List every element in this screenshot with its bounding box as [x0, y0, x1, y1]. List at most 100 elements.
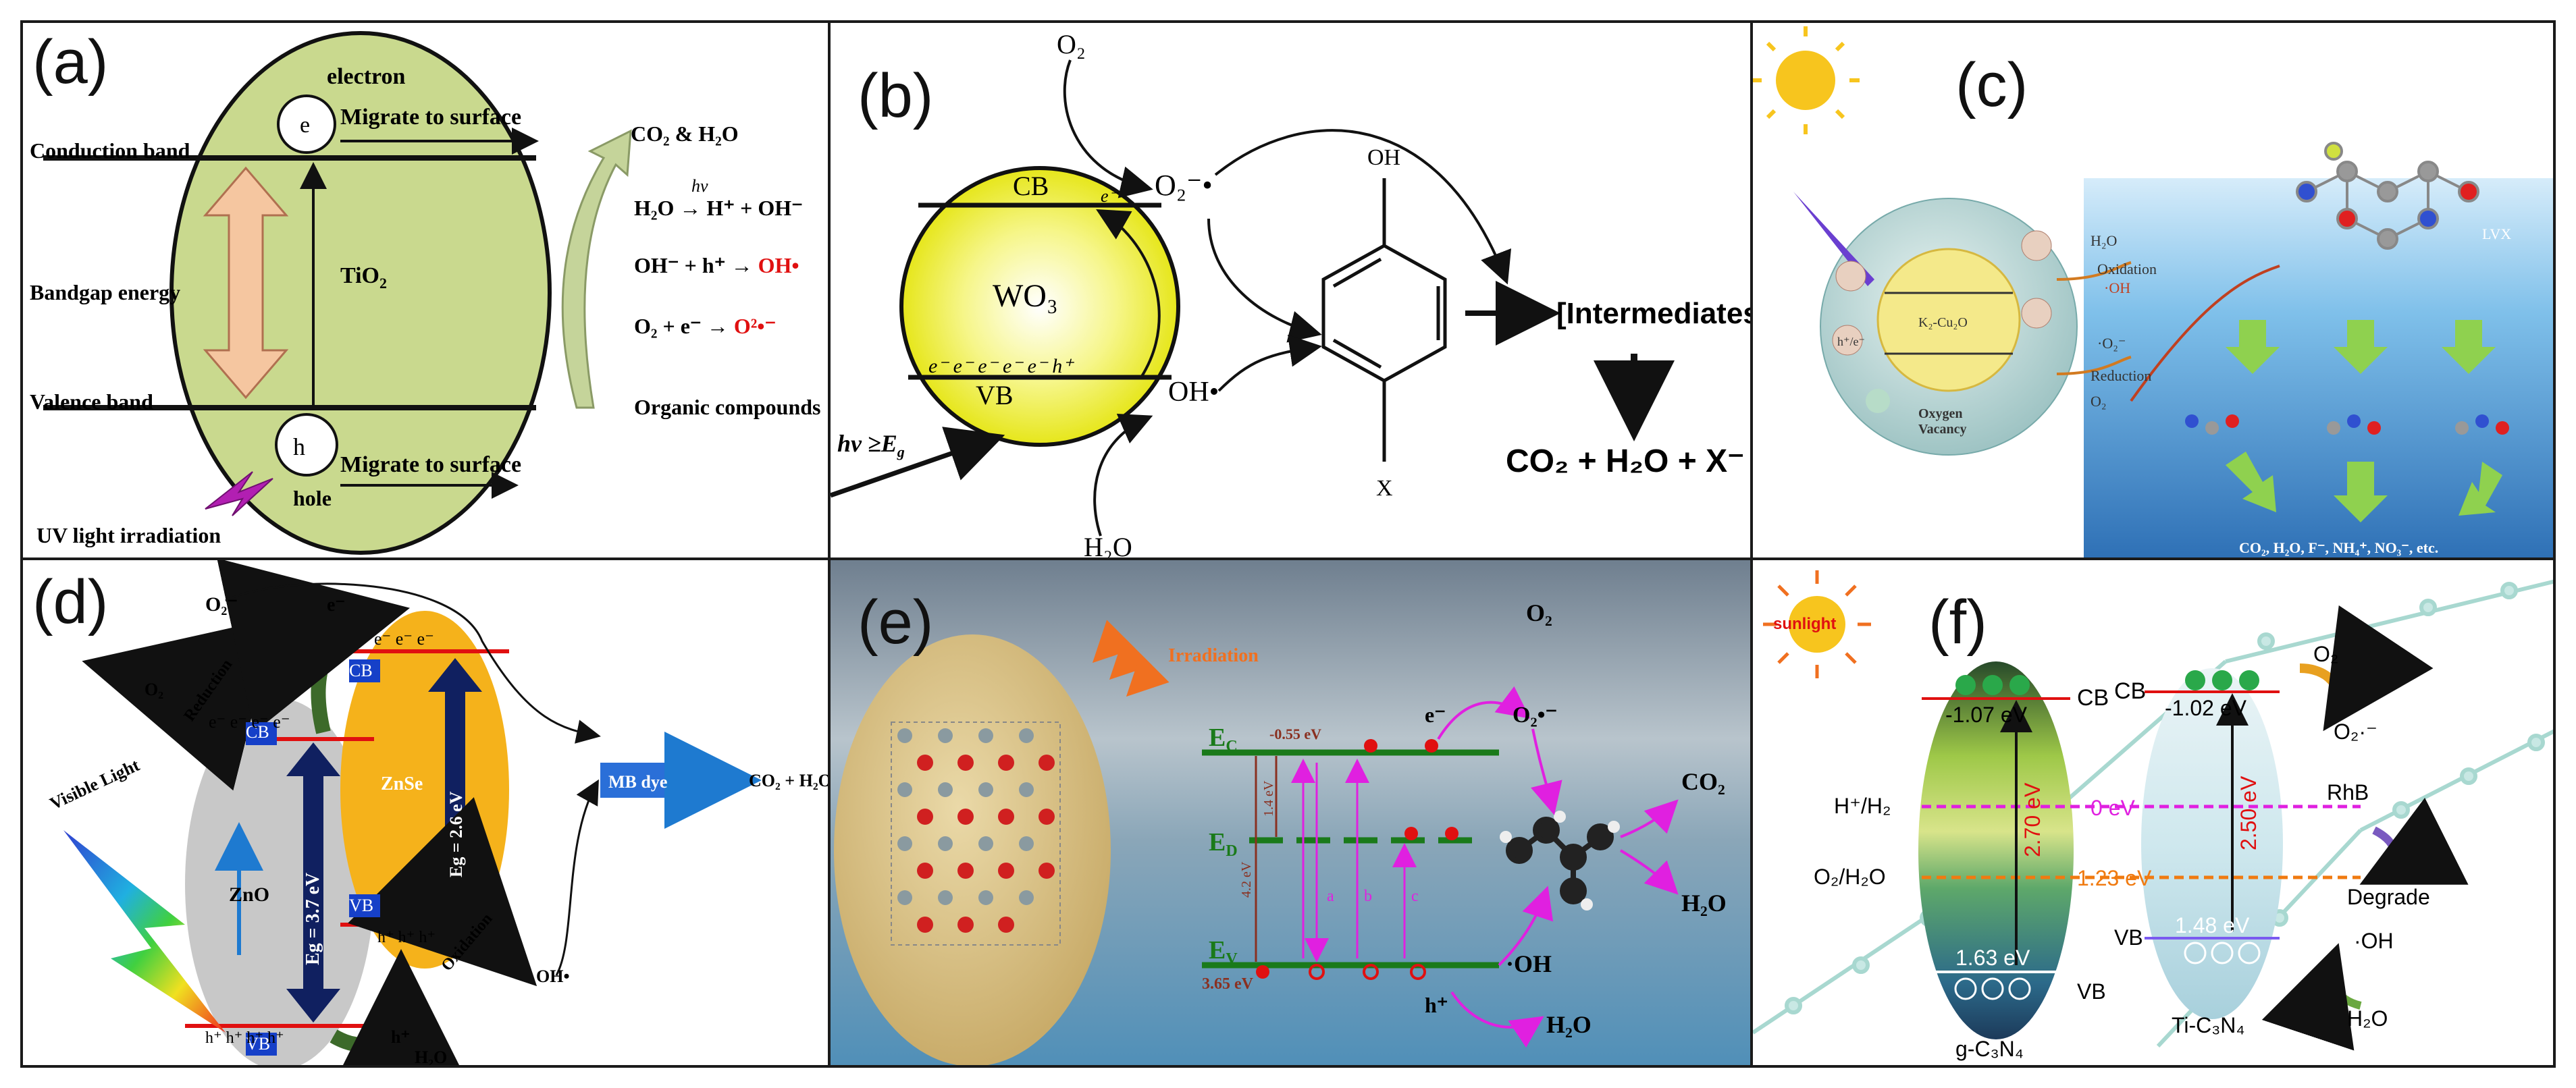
f-h2o: H₂O: [2347, 1006, 2388, 1031]
panel-f-label: (f): [1928, 588, 1987, 657]
znse-vb-label: VB: [349, 896, 373, 915]
e-to-o2-arrow: [1437, 686, 1531, 740]
e-electron: e⁻: [1425, 703, 1446, 727]
migrate-bottom-label: Migrate to surface: [340, 452, 521, 477]
fragment-molecules: [2185, 414, 2509, 435]
f-vb-left: VB: [2077, 979, 2106, 1004]
c-vacancy-2: Vacancy: [1918, 422, 1966, 437]
oxidation-arrow: [2056, 261, 2132, 281]
superoxide-attack: [1531, 728, 1562, 815]
superoxide-line: [225, 582, 601, 744]
d-h: h⁺: [391, 1027, 410, 1047]
vacancy-site: [1866, 389, 1890, 413]
o2-reduction-arrow: [2299, 605, 2434, 732]
electron-label: electron: [327, 64, 406, 89]
catalyst-particle: [834, 634, 1111, 1065]
panel-d-label: (d): [32, 568, 109, 636]
panel-a-label: (a): [32, 28, 109, 97]
c-h-e: h⁺/e⁻: [1837, 335, 1865, 348]
zno-cb-box: [246, 722, 277, 745]
electron-small: e⁻: [1101, 186, 1120, 206]
e-ev: EV: [1209, 936, 1238, 968]
to-h2o-arrow: [1619, 849, 1679, 895]
e-c: c: [1411, 888, 1419, 905]
gcn-electrons: [1955, 675, 2030, 695]
surface-site-2: [1832, 325, 1863, 356]
zno-eg-arrow: [286, 742, 340, 1023]
panel-d-diagram: CB VB CB VB e⁻ e⁻ e⁻ e⁻ h⁺ h⁺ h⁺ h⁺ e⁻ e…: [47, 560, 828, 1067]
electron-dot-4: [1445, 827, 1458, 840]
sun-icon: [1753, 26, 1860, 134]
vb-label: VB: [976, 380, 1014, 410]
c-products: CO₂, H₂O, F⁻, NH₄⁺, NO₃⁻, etc.: [2239, 539, 2438, 556]
oh-line: [555, 779, 599, 976]
superoxide-to-intermediates: [1214, 129, 1512, 285]
panel-c-diagram: H₂O Oxidation ·OH ·O₂⁻ Reduction O₂ LVX …: [1753, 26, 2553, 557]
d-mb-dye: MB dye: [608, 772, 667, 792]
oxidation-green-arrow: [348, 797, 537, 987]
zno-vb-label: VB: [246, 1034, 270, 1054]
c-lvx: LVX: [2482, 225, 2511, 242]
d-o2: O₂: [144, 680, 163, 699]
f-rhb: RhB: [2327, 780, 2369, 805]
f-o2-minus: O₂·⁻: [2334, 719, 2377, 744]
panel-e: Irradiation O₂ e⁻ O₂•⁻ CO₂ H₂O EC ED EV …: [828, 557, 1753, 1068]
hv-label: hν ≥Eg: [837, 430, 905, 460]
o2-arrow: [1063, 59, 1153, 198]
f-cb-right: CB: [2114, 678, 2146, 704]
e-co2: CO₂: [1681, 768, 1725, 795]
band-electrons: e⁻ e⁻ e⁻ e⁻ e⁻ h⁺: [928, 355, 1074, 377]
reaction-products: CO₂ & H₂O: [631, 121, 739, 146]
hv-arrow: [831, 427, 1005, 498]
d-visible-light: Visible Light: [47, 755, 142, 814]
d-h2o: H₂O: [415, 1048, 447, 1067]
e-oh: ·OH: [1506, 950, 1552, 977]
f-cb-left: CB: [2077, 685, 2109, 711]
f-vb-left-value: 1.63 eV: [1955, 946, 2030, 970]
znse-cb-label: CB: [349, 661, 373, 680]
e-level-top: -0.55 eV: [1269, 726, 1321, 742]
reduction-arrow: [2056, 356, 2132, 375]
f-gcn-e: e⁻: [1959, 663, 1974, 678]
water-oxidation-arrow: [2261, 943, 2362, 1051]
c-oxidation: Oxidation: [2097, 261, 2157, 277]
c-o2: O₂: [2091, 393, 2107, 410]
ring-double-bond-2: [1332, 257, 1382, 288]
f-gap-right: 2.50 eV: [2236, 776, 2261, 850]
panel-e-diagram: Irradiation O₂ e⁻ O₂•⁻ CO₂ H₂O EC ED EV …: [831, 560, 1750, 1065]
hole-to-water: [1450, 991, 1544, 1048]
tio2-label: TiO2: [340, 263, 387, 292]
o2-top: O₂: [1057, 29, 1086, 59]
lvx-molecule: [2296, 142, 2479, 250]
f-cb-right-value: -1.02 eV: [2165, 696, 2247, 720]
hole-circle: [275, 413, 338, 477]
znse-eg-label: Eg = 2.6 eV: [446, 791, 466, 877]
hole-dot-2: [1309, 964, 1325, 980]
surface-site-3: [2021, 230, 2052, 261]
hole-dot-1: [1256, 965, 1269, 979]
reaction-organics: Organic compounds: [634, 395, 820, 419]
phenol-ring: [1321, 244, 1447, 383]
oh-to-ring: [1217, 334, 1322, 392]
electron-symbol: e: [300, 113, 310, 138]
znse-holes: h⁺ h⁺ h⁺: [377, 929, 436, 946]
hole-dot-3: [1363, 964, 1379, 980]
d-e: e⁻: [327, 595, 345, 616]
pollutant-molecule: [1500, 811, 1620, 910]
electron-circle: [277, 94, 336, 154]
radical-attack-arrow: [2130, 265, 2280, 402]
superoxide-to-ring: [1207, 218, 1322, 343]
f-gcn: g-C₃N₄: [1955, 1037, 2024, 1061]
x-group: X: [1376, 476, 1393, 501]
f-ticn: Ti-C₃N₄: [2172, 1013, 2244, 1037]
gcn-oval: [1918, 661, 2074, 1039]
superoxide-label: O₂⁻•: [1155, 169, 1213, 202]
zno-eg-label: Eg = 3.7 eV: [303, 873, 323, 965]
panel-f-diagram: sunlight e⁻ CB -1.07 eV CB -1.02 eV O₂ O…: [1753, 570, 2553, 1061]
h2o-bottom: H₂O: [1084, 532, 1132, 560]
f-zero: 0 eV: [2091, 796, 2135, 820]
e-a: a: [1327, 888, 1334, 905]
valence-band-label: Valence band: [30, 389, 153, 414]
panel-b-label: (b): [858, 61, 934, 130]
to-co2-arrow: [1620, 799, 1679, 838]
